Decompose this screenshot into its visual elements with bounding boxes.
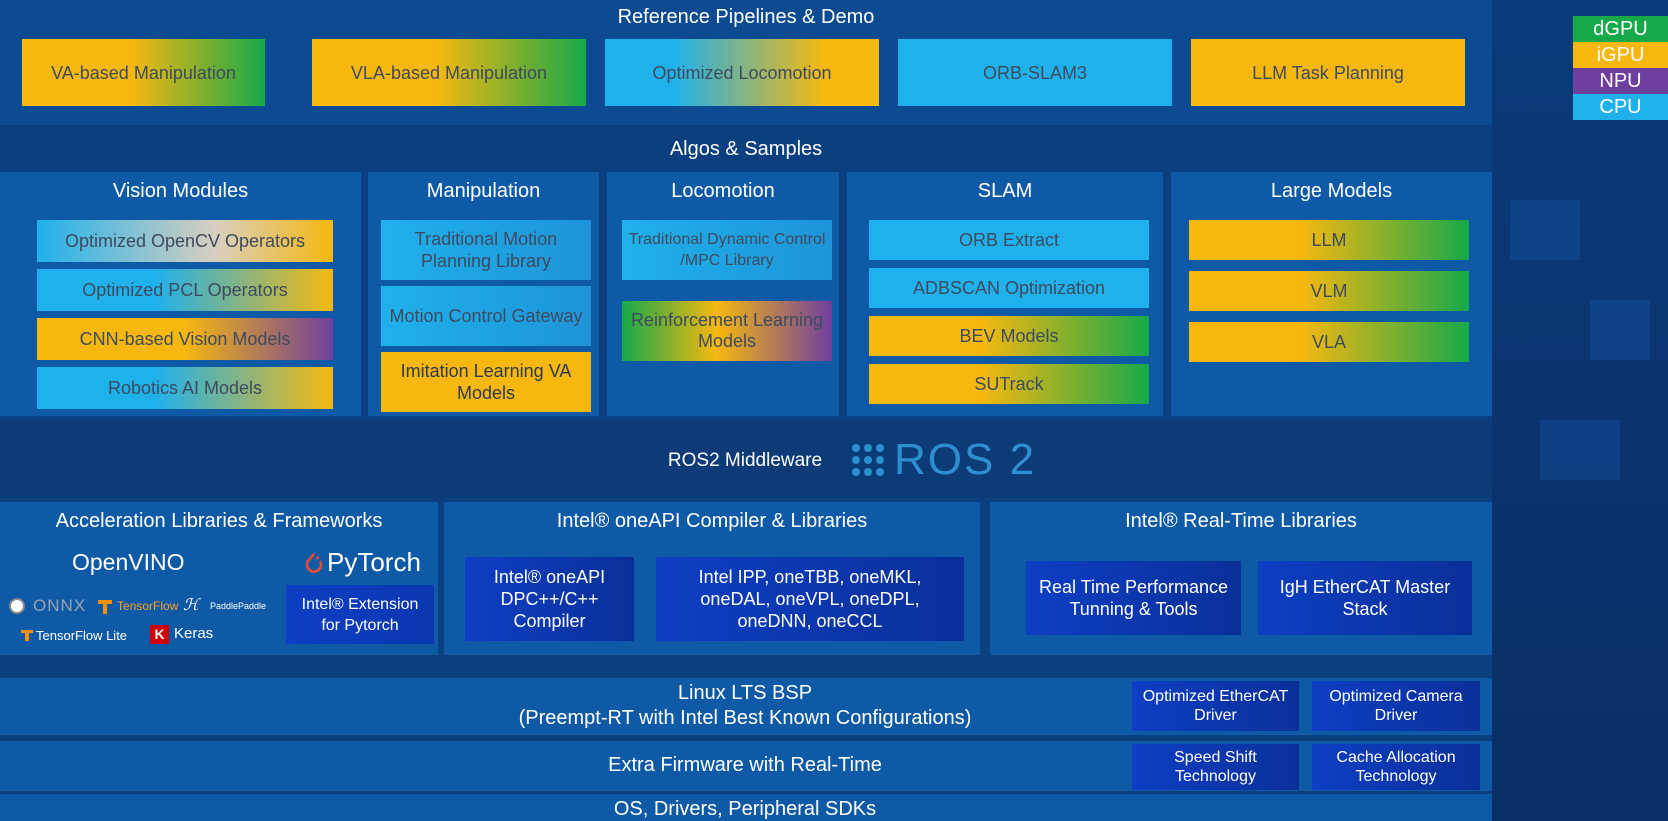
linux-subtitle: (Preempt-RT with Intel Best Known Config… [518,707,972,729]
locomotion-panel [607,172,839,416]
pipeline-optimized-locomotion: Optimized Locomotion [605,39,879,106]
oneapi-title: Intel® oneAPI Compiler & Libraries [556,510,868,532]
vision-pcl: Optimized PCL Operators [37,269,333,311]
ros2-logo-text: ROS 2 [894,435,1037,484]
slam-title: SLAM [977,180,1033,202]
tensorflow-lite-icon [19,627,35,643]
intel-extension-pytorch: Intel® Extension for Pytorch [286,585,434,644]
paddle-icon: ℋ [183,597,199,614]
slam-sutrack: SUTrack [869,364,1149,404]
manipulation-imitation-learning: Imitation Learning VA Models [381,352,591,412]
locomotion-title: Locomotion [671,180,775,202]
keras-icon: K [150,625,169,644]
speed-shift: Speed Shift Technology [1132,744,1299,790]
ros2-logo: ROS 2 [850,435,1050,484]
keras-logo: Keras [174,625,214,642]
slam-orb-extract: ORB Extract [869,220,1149,260]
camera-driver: Optimized Camera Driver [1312,681,1480,731]
acceleration-title: Acceleration Libraries & Frameworks [55,510,383,532]
realtime-ethercat: IgH EtherCAT Master Stack [1258,561,1472,635]
onnx-logo: ONNX [33,596,87,615]
os-band [0,794,1492,821]
tensorflow-logo: TensorFlow [117,599,179,613]
realtime-tools: Real Time Performance Tunning & Tools [1026,561,1241,635]
locomotion-mpc-library: Traditional Dynamic Control /MPC Library [622,220,832,280]
decorative-square [1590,300,1650,360]
pytorch-icon [304,552,324,576]
vision-modules-title: Vision Modules [112,180,249,202]
legend-npu: NPU [1573,68,1668,94]
oneapi-libraries: Intel IPP, oneTBB, oneMKL, oneDAL, oneVP… [656,557,964,641]
pytorch-logo: PyTorch [327,547,421,577]
locomotion-reinforcement-learning: Reinforcement Learning Models [622,301,832,361]
algos-title: Algos & Samples [669,138,823,160]
decorative-square [1510,200,1580,260]
pipeline-llm-task-planning: LLM Task Planning [1191,39,1465,106]
ros2-band [0,420,1492,498]
reference-title: Reference Pipelines & Demo [617,6,875,28]
vision-opencv: Optimized OpenCV Operators [37,220,333,262]
firmware-title: Extra Firmware with Real-Time [608,754,882,776]
cache-allocation: Cache Allocation Technology [1312,744,1480,790]
large-models-llm: LLM [1189,220,1469,260]
legend: dGPU iGPU NPU CPU [1573,16,1668,120]
pipeline-vla-manipulation: VLA-based Manipulation [312,39,586,106]
manipulation-motion-gateway: Motion Control Gateway [381,286,591,346]
tensorflow-icon [95,596,115,616]
large-models-vla: VLA [1189,322,1469,362]
vision-robotics-ai: Robotics AI Models [37,367,333,409]
paddle-logo: PaddlePaddle [210,601,267,611]
legend-dgpu: dGPU [1573,16,1668,42]
slam-bev-models: BEV Models [869,316,1149,356]
large-models-vlm: VLM [1189,271,1469,311]
vision-cnn: CNN-based Vision Models [37,318,333,360]
slam-adbscan: ADBSCAN Optimization [869,268,1149,308]
ethercat-driver: Optimized EtherCAT Driver [1132,681,1299,731]
onnx-icon [9,598,25,614]
large-models-title: Large Models [1270,180,1393,202]
openvino-logo: OpenVINO [72,549,185,575]
background-panel [1492,0,1668,821]
legend-cpu: CPU [1573,94,1668,120]
os-title: OS, Drivers, Peripheral SDKs [613,798,877,820]
tensorflow-lite-logo: TensorFlow Lite [36,628,128,643]
linux-title: Linux LTS BSP [677,682,813,704]
realtime-title: Intel® Real-Time Libraries [1125,510,1357,532]
ros2-label: ROS2 Middleware [667,450,823,471]
oneapi-compiler: Intel® oneAPI DPC++/C++ Compiler [465,557,634,641]
pipeline-va-manipulation: VA-based Manipulation [22,39,265,106]
decorative-square [1540,420,1620,480]
legend-igpu: iGPU [1573,42,1668,68]
manipulation-title: Manipulation [426,180,541,202]
ros-dots-icon [852,444,884,476]
manipulation-motion-planning: Traditional Motion Planning Library [381,220,591,280]
pipeline-orb-slam3: ORB-SLAM3 [898,39,1172,106]
